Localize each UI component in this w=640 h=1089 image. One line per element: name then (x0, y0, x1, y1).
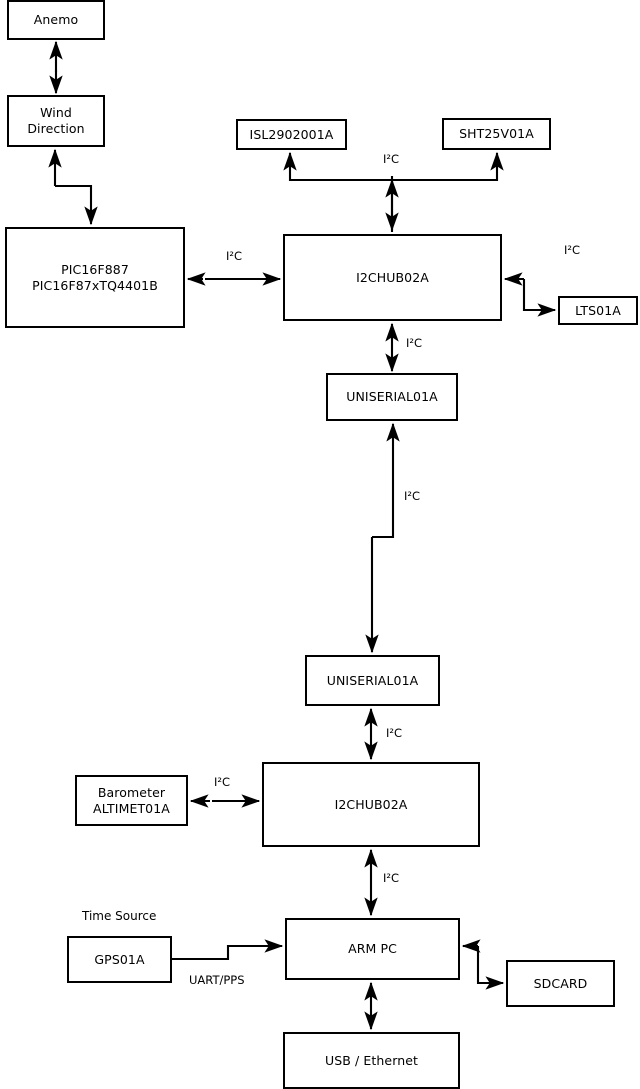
wire-gps-to-arm (172, 939, 284, 961)
block-lts[interactable]: LTS01A (558, 296, 638, 325)
wire-unibot-to-unitop (372, 422, 400, 539)
block-label-pic: PIC16F887 PIC16F87xTQ4401B (32, 261, 158, 293)
block-label-lts: LTS01A (575, 302, 621, 318)
edge-label-unibot-hubbot: I²C (386, 726, 403, 740)
block-label-uni_bot: UNISERIAL01A (326, 672, 419, 688)
block-arm[interactable]: ARM PC (285, 918, 460, 980)
block-sdcard[interactable]: SDCARD (506, 960, 615, 1007)
wire-bus-left (283, 151, 392, 182)
block-label-sht: SHT25V01A (459, 126, 534, 141)
block-hub_top[interactable]: I2CHUB02A (283, 234, 502, 321)
edge-label-hub-uni: I²C (406, 336, 423, 350)
block-label-hub_top: I2CHUB02A (356, 269, 429, 285)
label-time-source: Time Source (82, 909, 157, 923)
edge-label-gps-arm: UART/PPS (189, 973, 245, 987)
block-label-hub_bot: I2CHUB02A (334, 796, 408, 812)
edge-label-sensors-hub: I²C (383, 152, 400, 166)
wire-hubtop-to-lts (522, 279, 557, 317)
block-baro[interactable]: Barometer ALTIMET01A (75, 775, 188, 826)
block-gps[interactable]: GPS01A (67, 936, 172, 983)
block-label-uni_top: UNISERIAL01A (346, 389, 438, 404)
wire-bus-right (392, 151, 504, 182)
edge-label-baro-hubbot: I²C (214, 775, 231, 789)
block-label-wind: Wind Direction (27, 105, 85, 136)
block-uni_bot[interactable]: UNISERIAL01A (305, 655, 440, 706)
wire-arm-to-sdcard (476, 946, 505, 990)
edge-label-hub-lts: I²C (564, 243, 581, 257)
block-label-usb: USB / Ethernet (324, 1052, 419, 1068)
block-isl[interactable]: ISL2902001A (236, 119, 347, 150)
block-hub_bot[interactable]: I2CHUB02A (262, 762, 480, 847)
block-label-isl: ISL2902001A (249, 126, 334, 142)
edge-label-uni-uni: I²C (404, 489, 421, 503)
block-wind[interactable]: Wind Direction (7, 95, 105, 147)
block-label-arm: ARM PC (348, 941, 397, 956)
block-pic[interactable]: PIC16F887 PIC16F87xTQ4401B (5, 227, 185, 328)
block-label-anemo: Anemo (33, 12, 79, 27)
edge-label-hubbot-arm: I²C (383, 871, 400, 885)
block-label-sdcard: SDCARD (533, 975, 588, 991)
block-uni_top[interactable]: UNISERIAL01A (326, 373, 458, 421)
wire-wind-to-pic (55, 184, 98, 226)
block-label-gps: GPS01A (94, 951, 145, 967)
edge-label-pic-hub: I²C (226, 249, 243, 263)
block-sht[interactable]: SHT25V01A (442, 118, 551, 150)
block-anemo[interactable]: Anemo (7, 0, 105, 40)
block-label-baro: Barometer ALTIMET01A (93, 784, 170, 816)
block-usb[interactable]: USB / Ethernet (283, 1032, 460, 1089)
